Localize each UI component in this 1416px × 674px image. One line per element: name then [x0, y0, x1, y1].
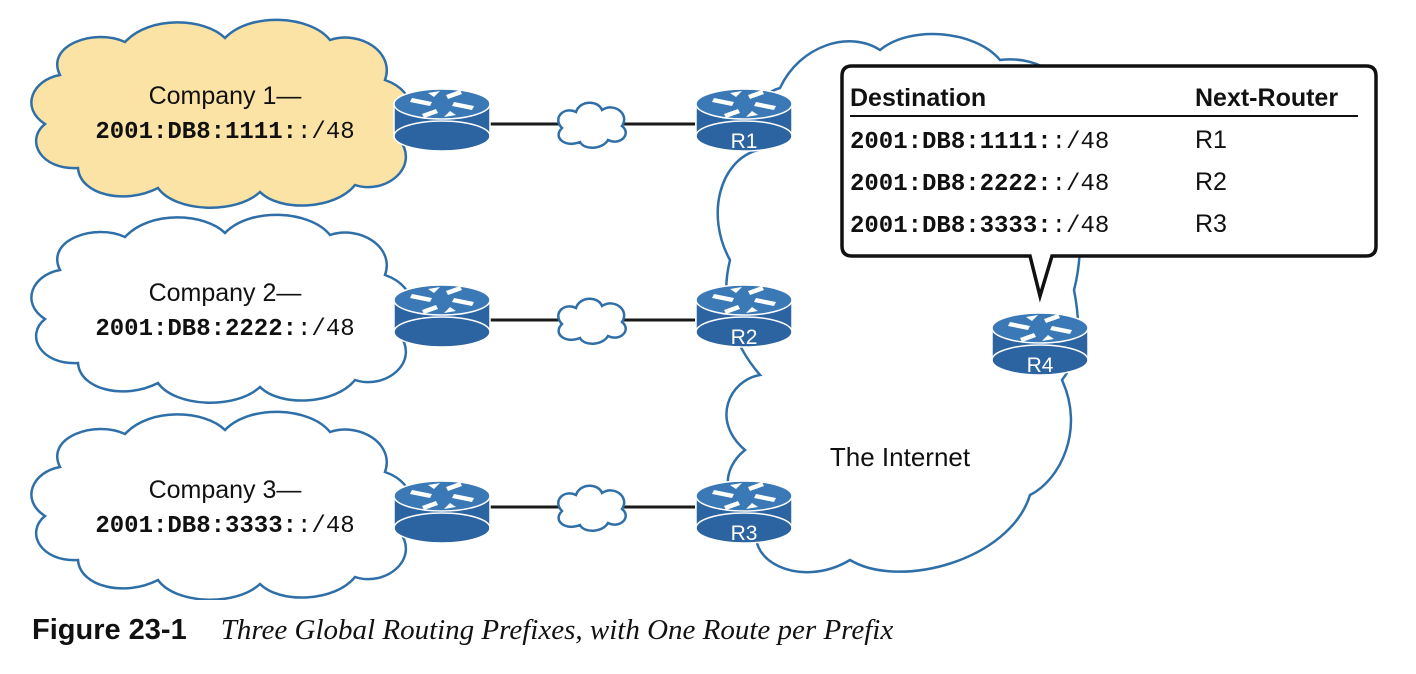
table-row-2-next: R2 [1195, 168, 1227, 196]
table-header-next-router: Next-Router [1195, 84, 1338, 112]
internet-label: The Internet [830, 442, 971, 472]
routing-table-callout [840, 64, 1378, 303]
table-row-1-next: R1 [1195, 126, 1227, 154]
company-2-name: Company 2— [149, 279, 302, 307]
company-1-cloud [30, 18, 414, 209]
company-1-prefix: 2001:DB8:1111::/48 [95, 119, 354, 146]
company-1-router-icon [393, 88, 491, 152]
table-row-3-next: R3 [1195, 210, 1227, 238]
company-3-prefix: 2001:DB8:3333::/48 [95, 513, 354, 540]
figure-number: Figure 23-1 [32, 614, 187, 646]
company-3-cloud [30, 410, 414, 600]
table-row-2-destination: 2001:DB8:2222::/48 [850, 171, 1109, 198]
company-3-name: Company 3— [149, 476, 302, 504]
table-row-1-destination: 2001:DB8:1111::/48 [850, 129, 1109, 156]
company-3-router-icon [393, 480, 491, 544]
company-2-cloud [30, 213, 414, 404]
figure-caption: Figure 23-1 Three Global Routing Prefixes… [32, 614, 893, 664]
company-1-name: Company 1— [149, 82, 302, 110]
company-2-prefix: 2001:DB8:2222::/48 [95, 316, 354, 343]
wan-cloud-1 [557, 101, 627, 150]
wan-cloud-3 [557, 484, 627, 533]
r3-label: R3 [731, 522, 758, 545]
r4-label: R4 [1027, 354, 1054, 377]
wan-cloud-2 [557, 297, 627, 346]
table-row-3-destination: 2001:DB8:3333::/48 [850, 213, 1109, 240]
figure-title: Three Global Routing Prefixes, with One … [220, 614, 894, 646]
table-header-destination: Destination [850, 84, 986, 112]
r1-label: R1 [731, 130, 758, 153]
company-2-router-icon [393, 284, 491, 348]
r2-label: R2 [731, 326, 758, 349]
network-diagram: Company 1— 2001:DB8:1111::/48 Company 2—… [30, 18, 1378, 600]
